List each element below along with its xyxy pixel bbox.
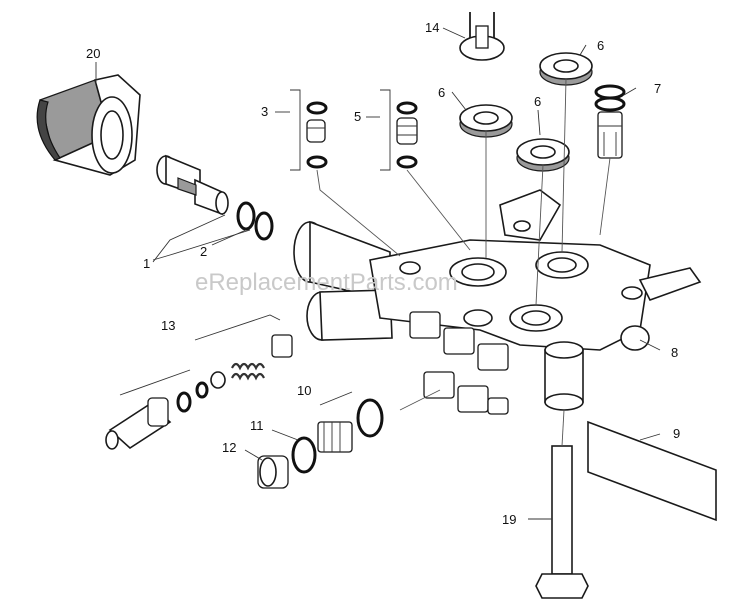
part-11-o-ring [291, 436, 317, 474]
part-1-fitting [156, 154, 229, 216]
part-9-plate [587, 420, 717, 522]
part-6-bearing-center [459, 104, 513, 138]
part-14-cap [459, 12, 505, 61]
part-2-o-rings [236, 201, 274, 241]
part-10-valve-cartridge [317, 398, 384, 453]
part-20-knurled-nut [36, 74, 141, 176]
callout-6-center: 6 [438, 85, 445, 100]
plunger-guides [409, 311, 509, 415]
callout-labels: 20 14 6 6 6 7 3 5 1 2 13 8 10 11 12 9 19 [86, 20, 680, 527]
callout-2: 2 [200, 244, 207, 259]
callout-11: 11 [250, 418, 264, 433]
callout-13: 13 [161, 318, 175, 333]
leader-lines [95, 27, 661, 520]
callout-6-top-right: 6 [597, 38, 604, 53]
callout-20: 20 [86, 46, 100, 61]
callout-12: 12 [222, 440, 236, 455]
callout-5: 5 [354, 109, 361, 124]
part-7-check-valve [594, 84, 626, 159]
callout-8: 8 [671, 345, 678, 360]
callout-19: 19 [502, 512, 516, 527]
part-19-bolt [535, 445, 589, 599]
callout-3: 3 [261, 104, 268, 119]
callout-7: 7 [654, 81, 661, 96]
callout-10: 10 [297, 383, 311, 398]
callout-1: 1 [143, 256, 150, 271]
callout-6-lower: 6 [534, 94, 541, 109]
part-13-unloader [105, 334, 293, 450]
part-12-plug [257, 455, 289, 489]
part-5-valve-stack [396, 101, 418, 169]
sleeve [544, 341, 584, 411]
callout-14: 14 [425, 20, 439, 35]
callout-9: 9 [673, 426, 680, 441]
part-3-valve-stack [306, 101, 328, 169]
watermark: eReplacementParts.com [195, 269, 458, 296]
